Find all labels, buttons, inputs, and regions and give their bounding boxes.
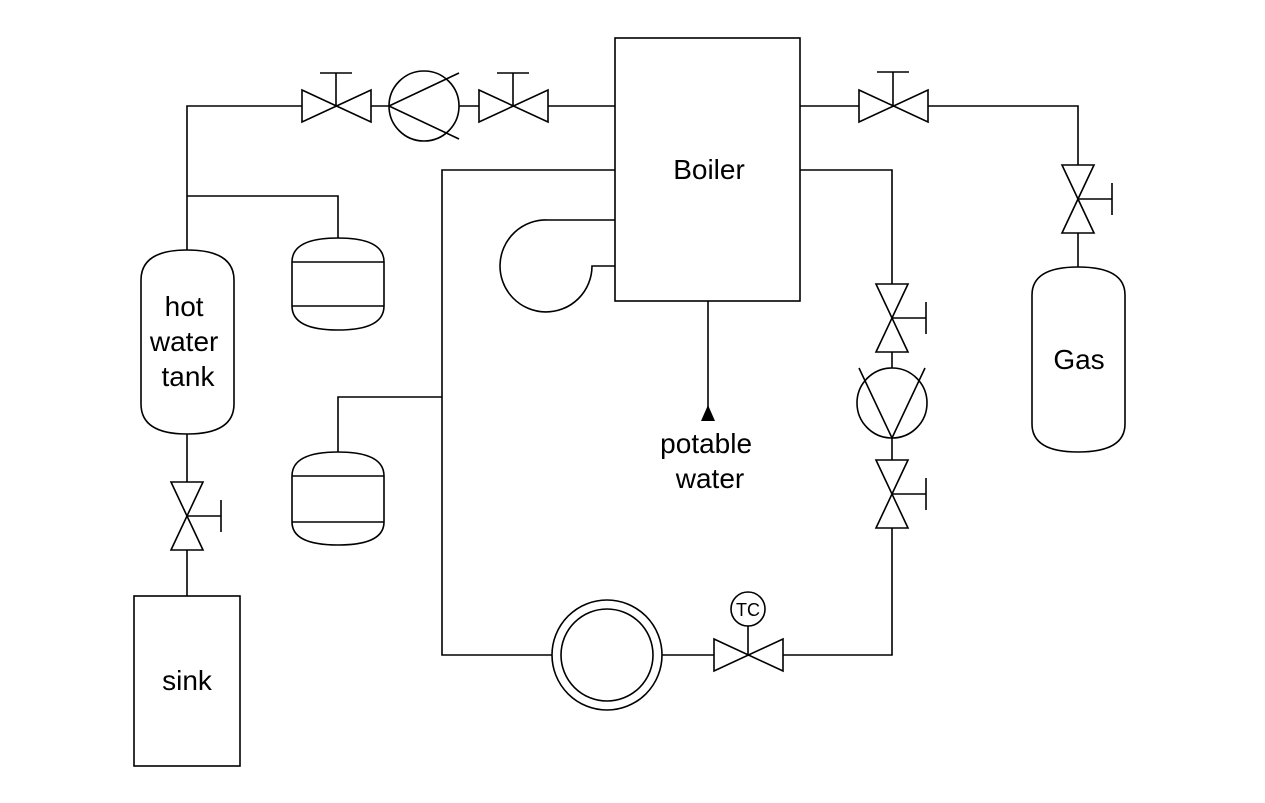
- pipe-loop-left: [441, 169, 615, 656]
- potable-water-arrow: [701, 405, 715, 421]
- burner-fan: [499, 219, 615, 313]
- gas-cylinder: Gas: [1031, 266, 1126, 453]
- pump-right-body: [856, 367, 928, 439]
- gas-cylinder-body: [1031, 266, 1126, 453]
- boiler: Boiler: [614, 37, 801, 302]
- gas-label: Gas: [1053, 344, 1104, 375]
- expansion-vessel-top: [291, 237, 385, 331]
- pipe-loop-bottom-right: [783, 528, 893, 656]
- hot-water-tank-label: hot water tank: [149, 291, 226, 392]
- sink-label: sink: [162, 665, 213, 696]
- heat-exchanger-outer: [551, 599, 663, 711]
- pipe-expansion-1: [187, 195, 339, 238]
- boiler-body: [614, 37, 801, 302]
- pump-top-symbol: [387, 72, 460, 140]
- sink-body: [133, 595, 241, 767]
- potable-water-label: potable water: [660, 428, 760, 494]
- valve-loop-upper: [874, 283, 927, 353]
- pipe-gas: [928, 105, 1079, 165]
- pump-top-body: [388, 70, 460, 142]
- valve-gas-line: [858, 71, 929, 124]
- tc-label: TC: [736, 600, 760, 620]
- valve-top-left: [301, 72, 372, 124]
- temperature-controller: [730, 591, 766, 627]
- expansion-vessel-bottom: [291, 451, 385, 546]
- pipe-loop-right: [800, 169, 893, 284]
- valve-loop-lower: [874, 459, 927, 529]
- pump-top: [387, 70, 460, 142]
- valve-top-middle: [478, 72, 549, 124]
- heat-exchanger-inner: [560, 608, 654, 702]
- heat-exchanger: [551, 599, 663, 711]
- pipe-tank-riser: [186, 105, 302, 250]
- pump-right-symbol: [858, 367, 926, 440]
- pump-right: [856, 367, 928, 440]
- pipe-expansion-2: [337, 396, 442, 452]
- expansion-vessel-top-body: [291, 237, 385, 331]
- hot-water-tank-body: [140, 249, 235, 435]
- pipes: [186, 105, 1079, 656]
- tc-valve: TC: [713, 591, 784, 673]
- expansion-vessel-bottom-body: [291, 451, 385, 546]
- sink: sink: [133, 595, 241, 767]
- hot-water-tank: hot water tank: [140, 249, 235, 435]
- boiler-label: Boiler: [673, 154, 745, 185]
- valve-gas-cylinder: [1060, 164, 1113, 234]
- valve-sink: [169, 481, 222, 551]
